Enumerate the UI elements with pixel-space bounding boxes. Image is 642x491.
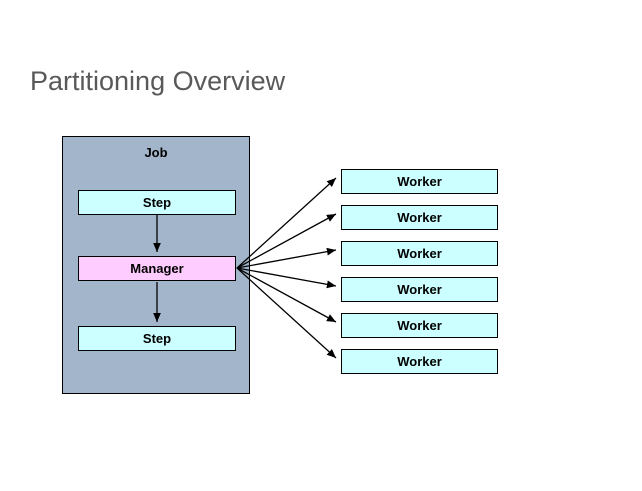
arrow-manager-to-worker-5 [236, 267, 337, 323]
arrow-manager-to-worker-1 [236, 177, 337, 269]
step-bottom-label: Step [142, 331, 172, 346]
worker-label-3: Worker [397, 246, 442, 261]
arrow-manager-to-worker-3 [236, 247, 337, 269]
worker-label-1: Worker [397, 174, 442, 189]
step-top-label: Step [142, 195, 172, 210]
worker-label-4: Worker [397, 282, 442, 297]
worker-box-1[interactable]: Worker [341, 169, 498, 194]
manager-label: Manager [130, 261, 184, 276]
worker-label-6: Worker [397, 354, 442, 369]
worker-label-2: Worker [397, 210, 442, 225]
manager-box[interactable]: Manager [78, 256, 236, 281]
page-title: Partitioning Overview [30, 66, 286, 96]
arrow-manager-to-worker-4 [236, 267, 337, 289]
worker-label-5: Worker [397, 318, 442, 333]
step-box-bottom[interactable]: Step [78, 326, 236, 351]
arrow-manager-to-worker-2 [236, 213, 337, 269]
job-label: Job [144, 145, 168, 160]
worker-box-4[interactable]: Worker [341, 277, 498, 302]
worker-box-5[interactable]: Worker [341, 313, 498, 338]
worker-box-3[interactable]: Worker [341, 241, 498, 266]
arrow-manager-to-worker-6 [236, 267, 337, 359]
step-box-top[interactable]: Step [78, 190, 236, 215]
worker-box-2[interactable]: Worker [341, 205, 498, 230]
worker-box-6[interactable]: Worker [341, 349, 498, 374]
